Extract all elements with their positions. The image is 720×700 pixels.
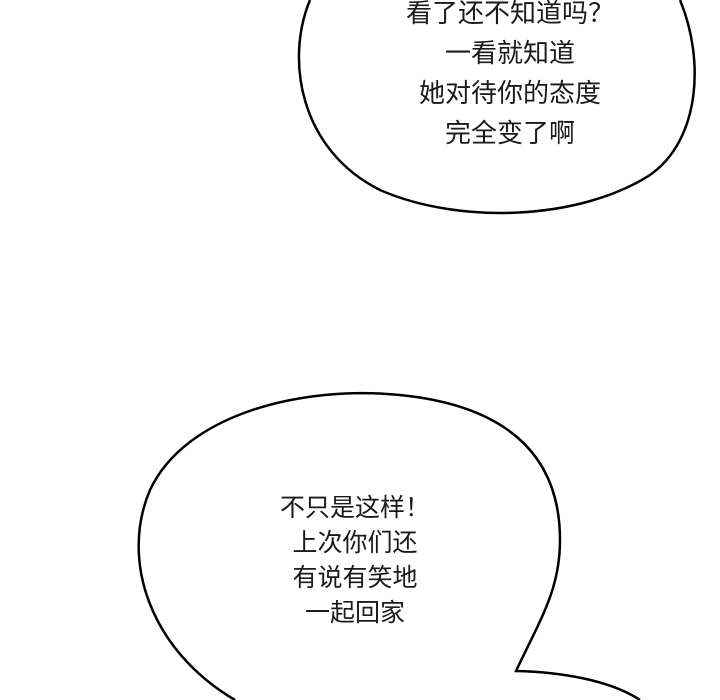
speech-bubble-top-text: 看了还不知道吗？ 一看就知道 她对待你的态度 完全变了啊 — [360, 0, 660, 154]
dialogue-line: 一看就知道 — [444, 39, 575, 69]
dialogue-line: 有说有笑地 — [292, 563, 418, 592]
dialogue-line: 看了还不知道吗？ — [405, 0, 614, 29]
dialogue-line: 上次你们还 — [292, 528, 418, 557]
speech-bubble-top-outline — [297, 0, 696, 215]
dialogue-line: 不只是这样！ — [279, 493, 430, 522]
dialogue-line: 一起回家 — [304, 598, 405, 627]
speech-bubble-bottom-outline — [137, 391, 641, 700]
speech-bubble-bottom-text: 不只是这样！ 上次你们还 有说有笑地 一起回家 — [230, 490, 480, 630]
dialogue-line: 她对待你的态度 — [418, 79, 601, 109]
dialogue-line: 完全变了啊 — [444, 119, 575, 149]
